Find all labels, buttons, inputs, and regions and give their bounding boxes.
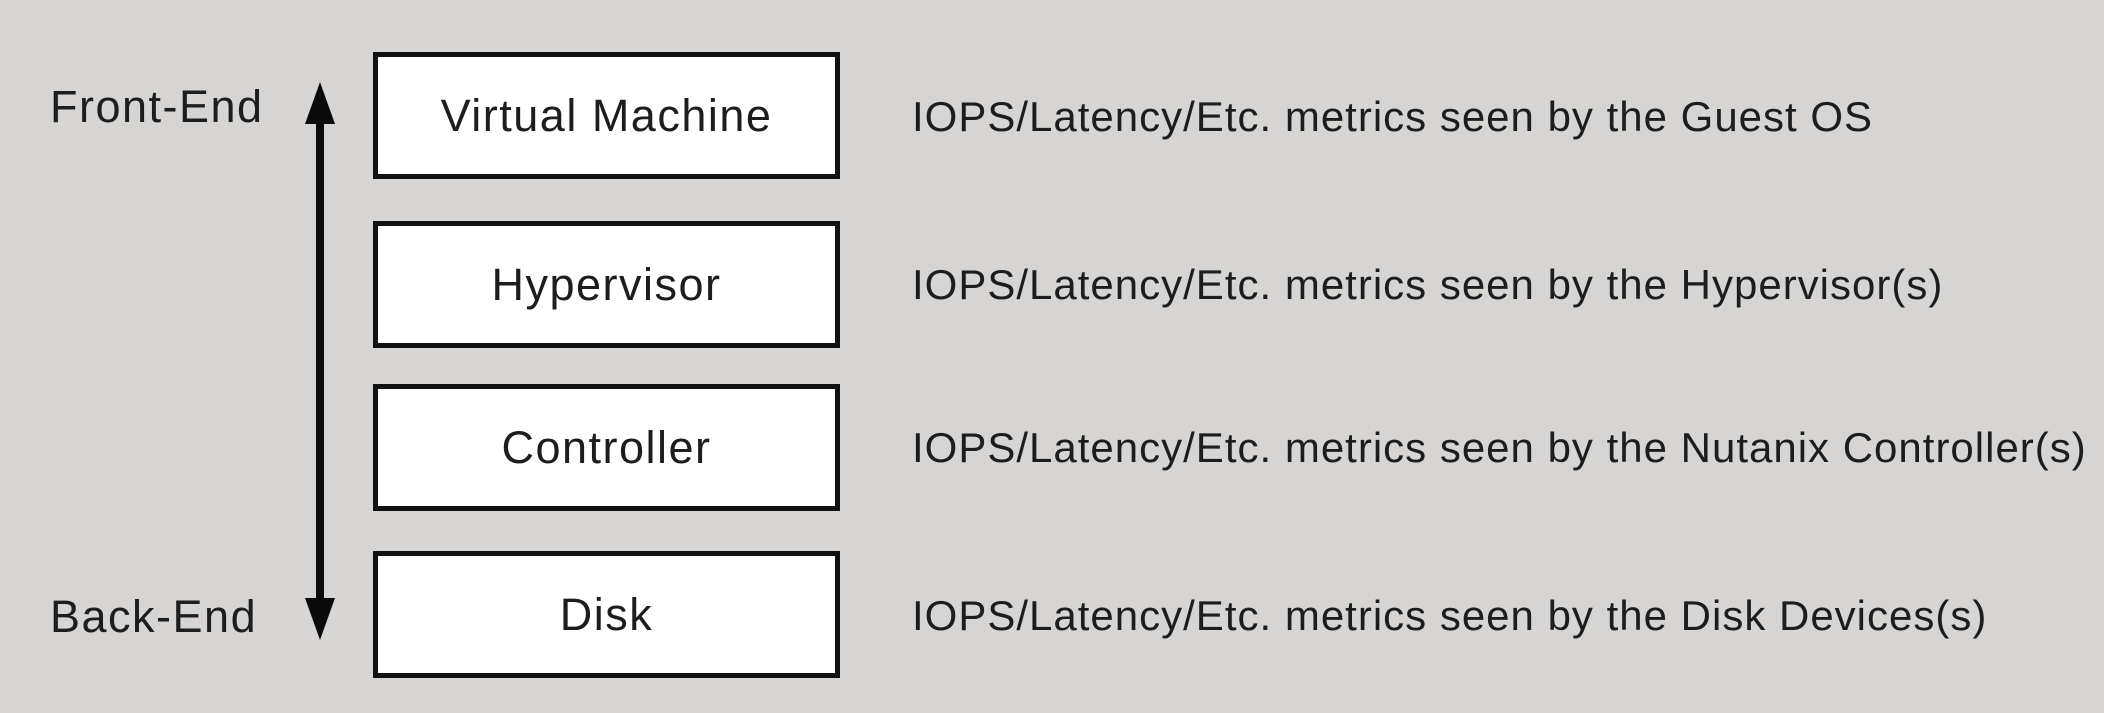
front-end-label: Front-End <box>50 81 264 132</box>
layer-box-virtual-machine: Virtual Machine <box>373 52 840 179</box>
layer-box-label: Controller <box>501 421 712 473</box>
layer-box-label: Disk <box>559 588 654 640</box>
layer-description-hypervisor: IOPS/Latency/Etc. metrics seen by the Hy… <box>912 261 1944 308</box>
layer-box-controller: Controller <box>373 384 840 511</box>
back-end-label: Back-End <box>50 591 258 642</box>
layer-description-disk: IOPS/Latency/Etc. metrics seen by the Di… <box>912 592 1988 639</box>
layer-box-label: Virtual Machine <box>440 89 773 141</box>
layer-description-controller: IOPS/Latency/Etc. metrics seen by the Nu… <box>912 424 2087 471</box>
layer-description-virtual-machine: IOPS/Latency/Etc. metrics seen by the Gu… <box>912 93 1874 140</box>
layer-box-hypervisor: Hypervisor <box>373 221 840 348</box>
layer-box-label: Hypervisor <box>491 258 722 310</box>
front-back-double-arrow-icon <box>305 82 335 640</box>
layer-box-disk: Disk <box>373 551 840 678</box>
